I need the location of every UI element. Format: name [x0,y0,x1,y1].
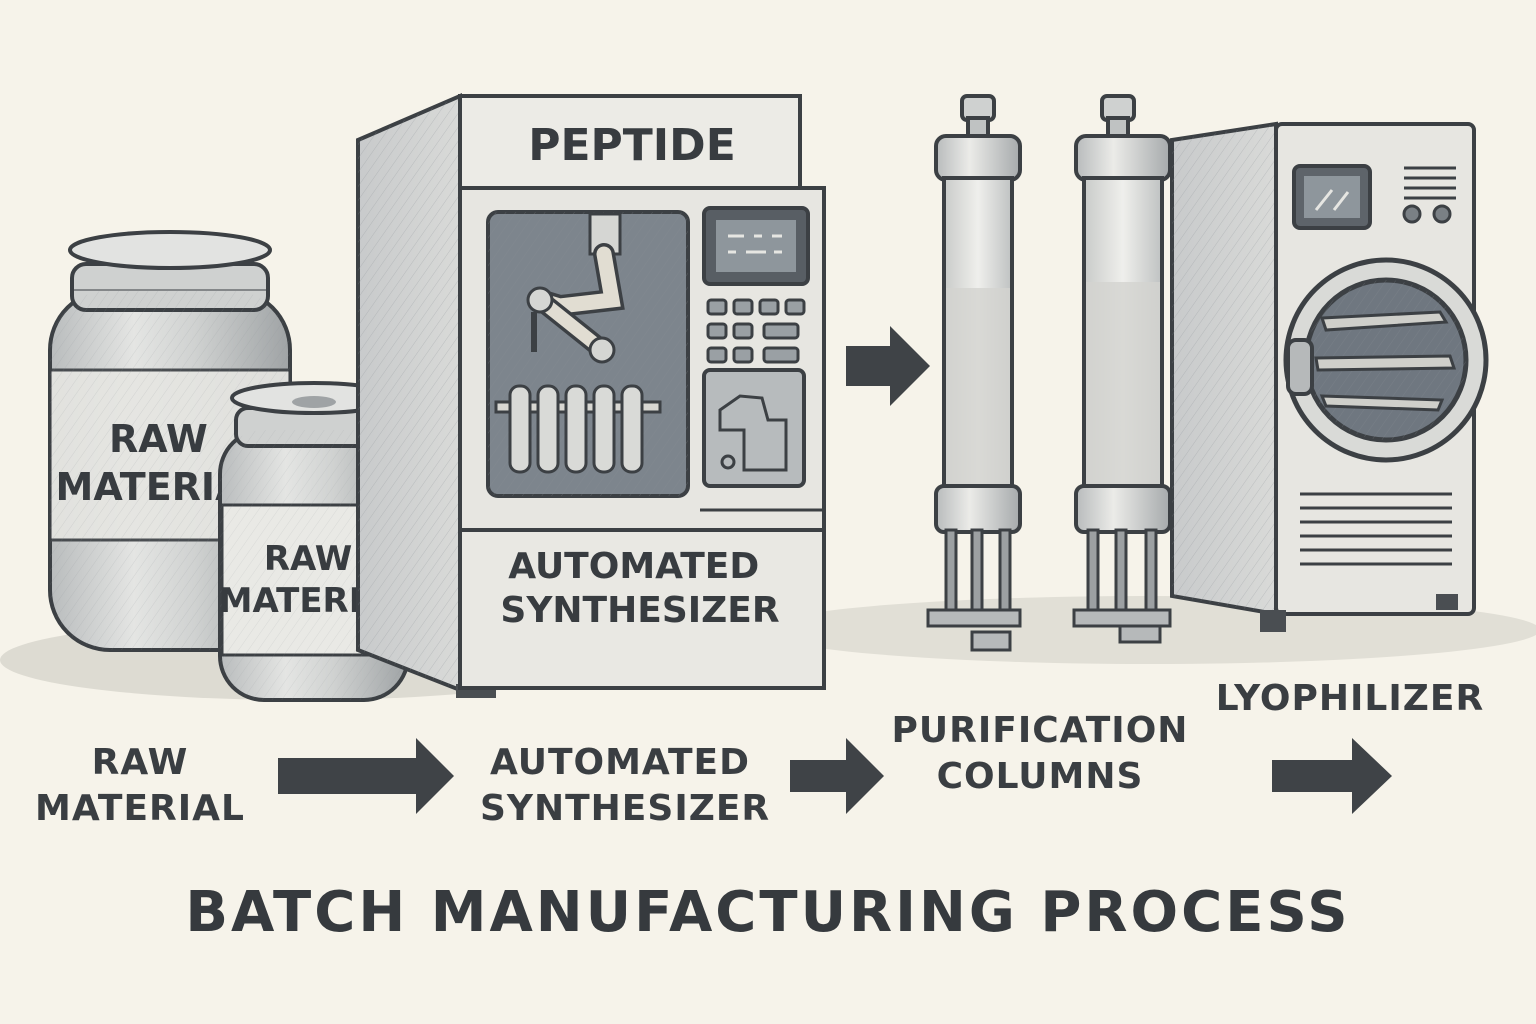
synth-top-label: PEPTIDE [528,120,736,171]
synth-panel-label-line2: SYNTHESIZER [500,590,779,631]
arrow-purification-to-lyophilizer [1272,738,1392,814]
jar-large-label-line2: MATERIA [56,465,246,509]
step-label-lyophilizer: LYOPHILIZER [1215,678,1485,719]
svg-text:AUTOMATED SYNTHESIZER: AUTOMATED SYNTHESIZER [500,546,779,631]
purification-column-1 [926,94,1022,652]
arrow-raw-to-synth [278,738,454,814]
page-title: BATCH MANUFACTURING PROCESS [185,880,1351,945]
step-label-automated-synthesizer: AUTOMATED SYNTHESIZER [480,742,771,829]
step-label-raw-material: RAW MATERIAL [35,742,245,829]
automated-synthesizer: PEPTIDE [356,92,826,698]
svg-text:RAW MATERIA: RAW MATERIA [56,417,246,509]
purification-column-2 [1072,94,1172,644]
arrow-synth-to-columns [846,326,930,406]
synth-panel-label-line1: AUTOMATED [508,546,759,587]
raw-material-jar-large: RAW MATERIA [48,230,292,652]
step-label-purification-columns: PURIFICATION COLUMNS [891,710,1189,797]
arrow-synth-to-purification [790,738,884,814]
jar-small-label-line1: RAW [264,539,352,579]
lyophilizer [1170,121,1489,632]
jar-large-label-line1: RAW [109,417,208,461]
